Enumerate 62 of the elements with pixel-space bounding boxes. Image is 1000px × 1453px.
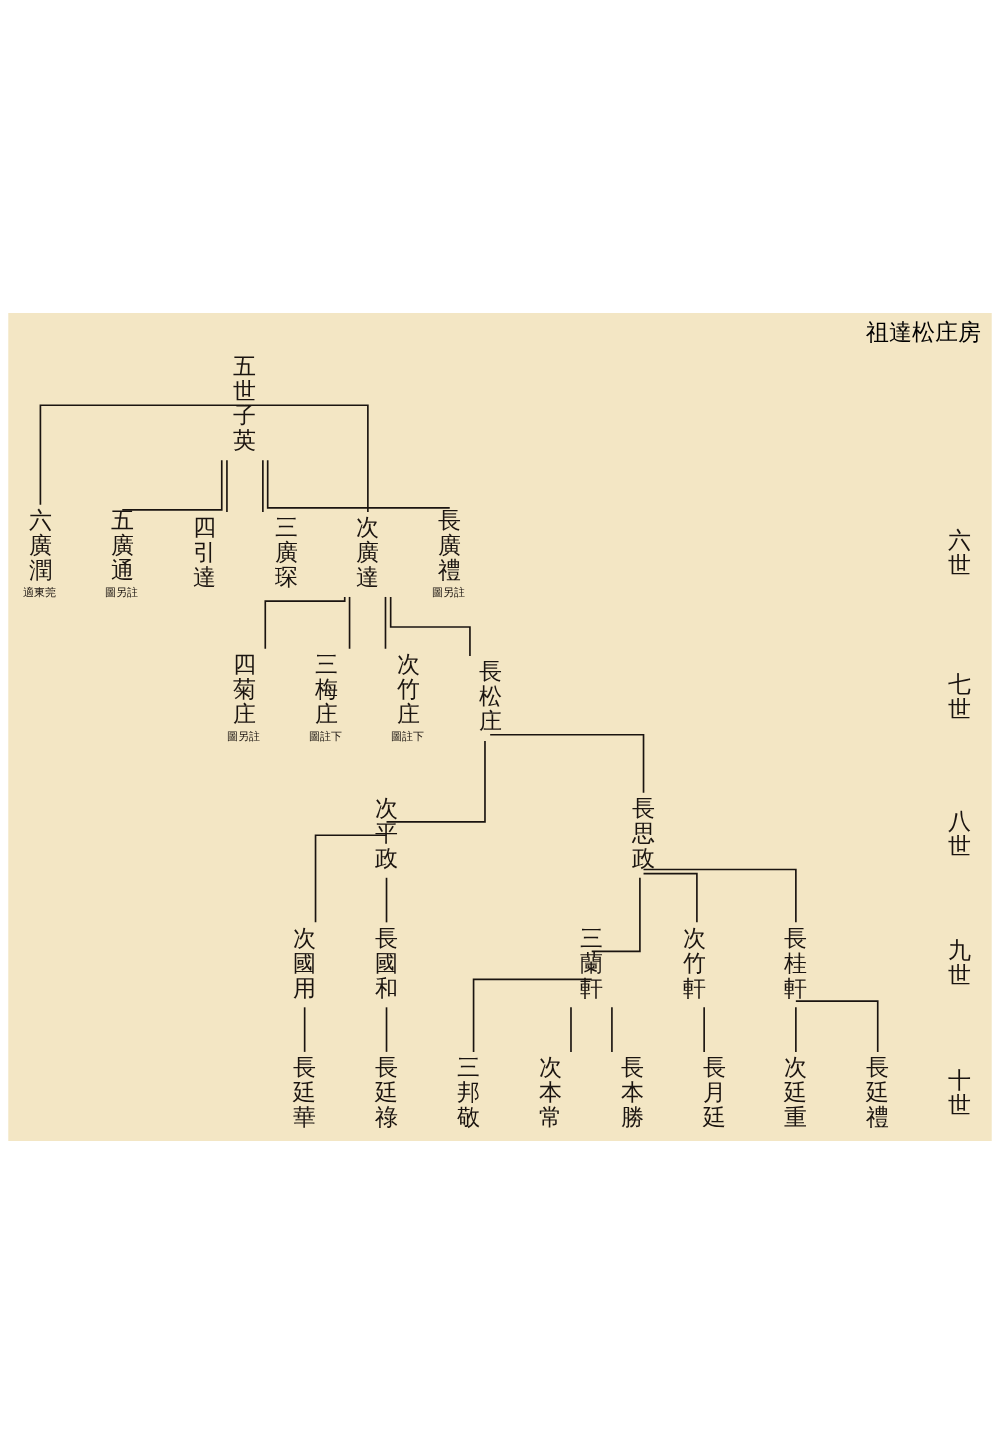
connector — [611, 1006, 613, 1053]
connector — [489, 733, 645, 794]
connector — [472, 978, 593, 1053]
label: 六世 — [948, 526, 972, 578]
node-text: 次平政 — [375, 794, 399, 871]
connector — [266, 458, 451, 509]
node-text: 長廷禮 — [866, 1053, 890, 1130]
node-text: 次廣達 — [356, 513, 380, 590]
connector — [39, 403, 246, 506]
connector — [642, 868, 797, 923]
connector — [795, 999, 879, 1053]
label: 七世 — [948, 670, 972, 722]
node-text: 長本勝 — [620, 1053, 644, 1130]
connector — [303, 1006, 306, 1053]
connector — [348, 595, 351, 650]
connector — [384, 595, 387, 650]
connector — [314, 833, 388, 923]
node-text: 五廣通 — [110, 506, 134, 583]
node-text: 長月廷 — [702, 1053, 726, 1130]
node-label: 圖註下 — [390, 728, 424, 743]
label: 八世 — [948, 807, 972, 859]
node-text: 次國用 — [293, 924, 317, 1000]
connector — [642, 872, 698, 923]
connector — [795, 1006, 797, 1053]
node-text: 四引達 — [192, 513, 216, 590]
connector — [226, 458, 228, 513]
connector — [389, 595, 471, 657]
node-text: 長廷華 — [293, 1053, 317, 1130]
connector — [264, 595, 346, 650]
node-text: 長國和 — [375, 924, 399, 1000]
connector — [385, 1006, 388, 1053]
node-label: 圖另註 — [226, 728, 260, 743]
node-text: 長廷祿 — [375, 1053, 399, 1130]
node-text: 長思政 — [632, 794, 656, 871]
connector — [385, 876, 388, 923]
node-label: 圖註下 — [308, 728, 342, 743]
label: 九世 — [948, 936, 972, 988]
connector — [121, 458, 223, 511]
connector — [243, 403, 369, 513]
diagram-title: 祖達松庄房 — [866, 318, 982, 345]
node-text: 三梅庄 — [315, 650, 339, 727]
node-text: 次本常 — [538, 1053, 562, 1130]
node-text: 三邦敬 — [456, 1053, 480, 1130]
connector — [570, 1006, 572, 1053]
node-label: 圖另註 — [432, 584, 466, 599]
node-text: 長松庄 — [478, 657, 502, 734]
node-text: 次竹庄 — [396, 650, 420, 727]
node-text: 三蘭軒 — [580, 924, 604, 1000]
node-label: 適東莞 — [22, 584, 56, 599]
node-text: 長桂軒 — [784, 924, 808, 1000]
label: 十世 — [948, 1066, 972, 1118]
node-text: 次竹軒 — [682, 924, 706, 1000]
connector — [703, 1006, 705, 1053]
node-label: 圖另註 — [104, 584, 138, 599]
node-text: 長廣禮 — [438, 506, 462, 583]
connector — [385, 739, 486, 823]
connector — [262, 458, 264, 513]
node-text: 次廷重 — [784, 1053, 808, 1130]
node-text: 三廣琛 — [274, 513, 298, 590]
node-text: 四菊庄 — [233, 650, 257, 727]
node-text: 六廣潤 — [29, 506, 52, 583]
connector — [590, 876, 641, 952]
